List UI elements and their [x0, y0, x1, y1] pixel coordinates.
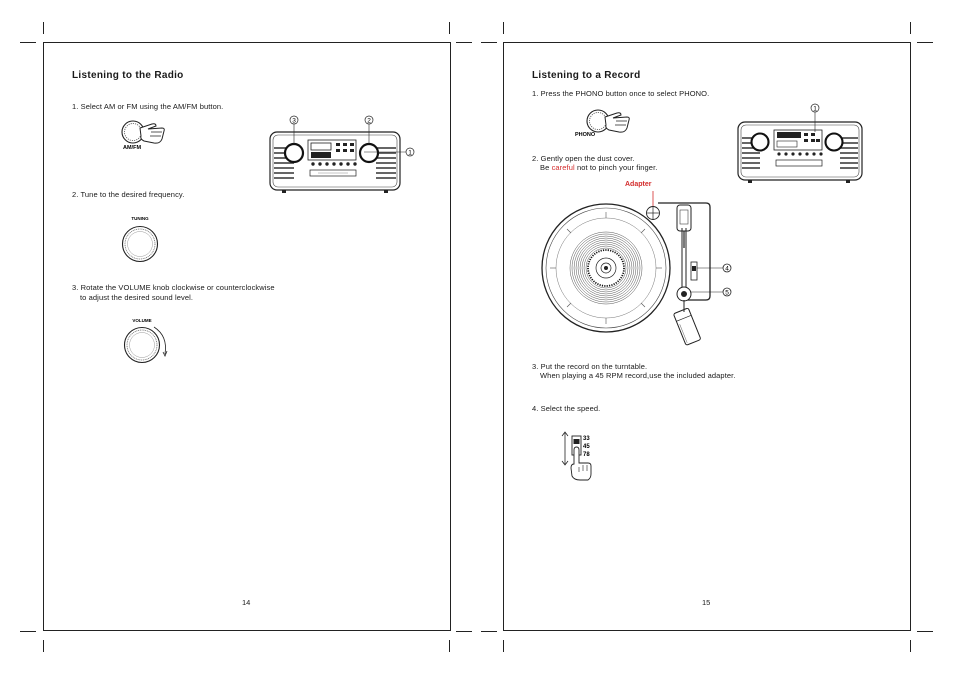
speed-45: 45 [583, 444, 590, 450]
crop-mark [456, 42, 472, 43]
crop-mark [449, 22, 450, 34]
crop-mark [481, 42, 497, 43]
crop-mark [503, 22, 504, 34]
crop-mark [449, 640, 450, 652]
crop-mark [43, 22, 44, 34]
callout-1: 1 [408, 150, 412, 157]
speed-33: 33 [583, 436, 590, 442]
step-text: 2. Tune to the desired frequency. [72, 190, 185, 199]
speed-selector-icon: 33 45 78 [561, 431, 592, 481]
callout-2: 2 [367, 118, 371, 125]
callout-4: 4 [725, 266, 729, 273]
radio-unit-illustration: 1 [737, 103, 863, 183]
crop-mark [20, 42, 36, 43]
tuning-knob-icon: TUNING [121, 216, 159, 263]
callout-3: 3 [292, 118, 296, 125]
volume-knob-icon: VOLUME [123, 318, 168, 364]
step-text: 2. Gently open the dust cover. [532, 154, 635, 163]
turntable-illustration: 4 5 [541, 191, 732, 346]
amfm-knob-icon: AM/FM [121, 120, 165, 151]
step-text: 1. Press the PHONO button once to select… [532, 89, 710, 98]
phono-knob-icon: PHONO [575, 109, 630, 138]
step-text: 4. Select the speed. [532, 404, 601, 413]
phono-label: PHONO [575, 132, 596, 138]
callout-5: 5 [725, 290, 729, 297]
page-number: 15 [702, 598, 711, 607]
crop-mark [481, 631, 497, 632]
careful-emphasis: careful [551, 163, 575, 172]
page-title: Listening to the Radio [72, 70, 184, 81]
step-text: 1. Select AM or FM using the AM/FM butto… [72, 102, 224, 111]
page-title: Listening to a Record [532, 70, 641, 81]
crop-mark [917, 631, 933, 632]
step-text: 3. Rotate the VOLUME knob clockwise or c… [72, 283, 275, 292]
crop-mark [43, 640, 44, 652]
crop-mark [503, 640, 504, 652]
amfm-label: AM/FM [123, 145, 141, 151]
tuning-label: TUNING [131, 216, 149, 221]
crop-mark [910, 22, 911, 34]
step-text-rest: not to pinch your finger. [574, 163, 658, 172]
page-number: 14 [242, 598, 251, 607]
speed-78: 78 [583, 452, 590, 458]
adapter-label: Adapter [625, 181, 652, 188]
crop-mark [917, 42, 933, 43]
callout-1: 1 [813, 106, 817, 113]
step-text-be: Be [540, 163, 552, 172]
page-left [43, 42, 451, 631]
volume-label: VOLUME [132, 318, 151, 323]
radio-unit-illustration: 3 2 1 [269, 115, 415, 193]
step-text: 3. Put the record on the turntable. [532, 362, 648, 371]
crop-mark [20, 631, 36, 632]
crop-mark [910, 640, 911, 652]
step-text: When playing a 45 RPM record,use the inc… [540, 371, 736, 380]
step-text: Be careful not to pinch your finger. [540, 163, 657, 173]
step-text: to adjust the desired sound level. [80, 293, 194, 302]
page-right [503, 42, 911, 631]
crop-mark [456, 631, 472, 632]
